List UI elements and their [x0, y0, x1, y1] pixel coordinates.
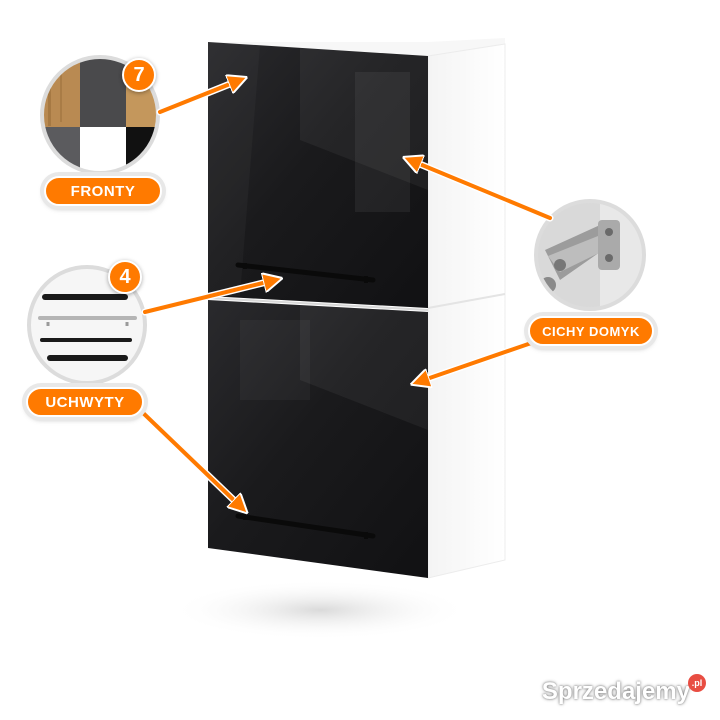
uchwyty-count-badge: 4: [108, 260, 142, 294]
upper-handle: [235, 262, 376, 283]
watermark-suffix: .pl: [688, 674, 706, 692]
watermark-text: Sprzedajemy: [541, 678, 690, 705]
fronty-count-badge: 7: [122, 58, 156, 92]
watermark: Sprzedajemy .pl: [541, 674, 706, 706]
upper-door: [208, 42, 428, 308]
arrow-icon: [136, 80, 554, 508]
cichy-domyk-label: CICHY DOMYK: [528, 316, 654, 346]
lower-door: [208, 300, 428, 578]
cabinet-side: [427, 43, 506, 579]
uchwyty-label: UCHWYTY: [26, 387, 144, 417]
fronty-label: FRONTY: [44, 176, 162, 206]
floor-shadow: [170, 580, 470, 640]
